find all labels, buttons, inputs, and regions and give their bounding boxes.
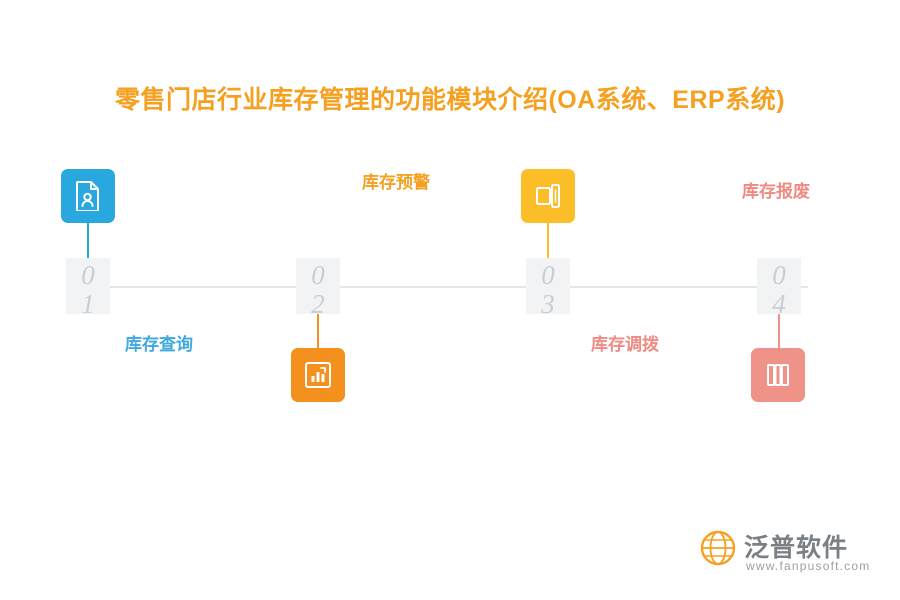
node-1-stem	[87, 223, 89, 258]
node-2-number-bottom: 2	[311, 289, 325, 319]
node-4-number: 0 4	[757, 258, 801, 318]
logo-domain: www.fanpusoft.com	[746, 559, 871, 573]
node-3-icon-tile[interactable]	[521, 169, 575, 223]
node-2-label: 库存预警	[362, 173, 430, 192]
globe-icon	[698, 528, 738, 573]
books-shelf-icon	[764, 361, 792, 389]
node-3-stem	[547, 223, 549, 258]
node-1-number-top: 0	[81, 260, 95, 290]
devices-transfer-icon	[534, 182, 562, 210]
node-4-label: 库存报废	[742, 182, 810, 201]
logo-name: 泛普软件	[744, 534, 849, 562]
node-2-stem	[317, 314, 319, 348]
node-1-number-bottom: 1	[81, 289, 95, 319]
bar-chart-box-icon	[304, 361, 332, 389]
node-1-icon-tile[interactable]	[61, 169, 115, 223]
logo: 泛普软件 www.fanpusoft.com	[698, 526, 878, 582]
node-2-number-top: 0	[311, 260, 325, 290]
node-4-stem	[778, 314, 780, 348]
node-3-label: 库存调拨	[591, 335, 659, 354]
node-1-label: 库存查询	[125, 335, 193, 354]
page-title: 零售门店行业库存管理的功能模块介绍(OA系统、ERP系统)	[114, 86, 786, 114]
node-4-number-top: 0	[772, 260, 786, 290]
node-3-number: 0 3	[526, 258, 570, 318]
node-3-number-top: 0	[541, 260, 555, 290]
node-4-number-bottom: 4	[772, 289, 786, 319]
document-user-icon	[75, 181, 101, 211]
node-4-icon-tile[interactable]	[751, 348, 805, 402]
timeline-axis	[88, 286, 808, 288]
node-2-number: 0 2	[296, 258, 340, 318]
node-1-number: 0 1	[66, 258, 110, 318]
node-2-icon-tile[interactable]	[291, 348, 345, 402]
node-3-number-bottom: 3	[541, 289, 555, 319]
